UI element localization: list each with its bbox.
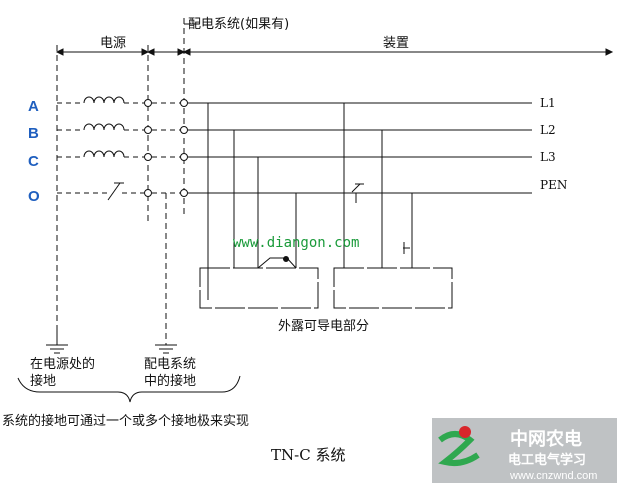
arrow-left <box>55 48 64 56</box>
conductor-label-l3: L3 <box>540 150 556 164</box>
conductor-label-pen: PEN <box>540 178 567 192</box>
eq1-internal-link <box>257 257 297 269</box>
earth-in-dist-label-2: 中的接地 <box>144 373 196 389</box>
coil-a <box>83 96 125 104</box>
phase-label-a: A <box>28 98 39 115</box>
exposed-parts-label: 外露可导电部分 <box>278 319 369 334</box>
source-conductors <box>57 96 180 201</box>
phase-label-o: O <box>28 188 40 205</box>
terminal-o-1 <box>144 189 152 197</box>
conductor-label-l1: L1 <box>540 96 556 110</box>
caption: TN-C 系统 <box>271 446 345 464</box>
terminal-o-2 <box>180 189 188 197</box>
logo-mark-red <box>459 426 471 438</box>
coil-b <box>83 123 125 131</box>
exposed-conductive-parts <box>199 267 453 309</box>
power-source-label: 电源 <box>100 36 126 51</box>
footnote: 系统的接地可通过一个或多个接地极来实现 <box>2 413 249 429</box>
logo-mark-green <box>438 431 480 467</box>
phase-label-c: C <box>28 153 39 170</box>
distribution-system-label: 配电系统(如果有) <box>188 16 289 32</box>
watermark-text: www.diangon.com <box>233 235 359 251</box>
terminal-a-2 <box>180 99 188 107</box>
phase-label-b: B <box>28 125 39 142</box>
arrow-left-3 <box>182 48 191 56</box>
installation-conductors <box>188 102 532 300</box>
terminal-c-1 <box>144 153 152 161</box>
pen-switch <box>351 183 361 193</box>
logo-url: www.cnzwnd.com <box>509 470 597 482</box>
bottom-brace <box>17 375 241 403</box>
terminal-c-2 <box>180 153 188 161</box>
arrow-right <box>141 48 150 56</box>
arrow-right-2 <box>177 48 186 56</box>
terminal-a-1 <box>144 99 152 107</box>
earth-symbols <box>17 193 241 403</box>
arrow-left-2 <box>146 48 155 56</box>
equipment-enclosure-2 <box>333 267 453 309</box>
eq1-contact-dot <box>283 256 289 262</box>
logo-title: 中网农电 <box>510 428 582 450</box>
neutral-switch <box>107 182 121 201</box>
terminal-b-2 <box>180 126 188 134</box>
installation-label: 装置 <box>383 36 409 51</box>
logo: 中网农电 电工电气学习 www.cnzwnd.com <box>432 418 617 483</box>
arrow-right-3 <box>605 48 614 56</box>
equipment-enclosure-1 <box>199 267 319 309</box>
earth-in-dist-label-1: 配电系统 <box>144 357 196 372</box>
earth-at-source-label-2: 接地 <box>30 373 56 389</box>
terminal-b-1 <box>144 126 152 134</box>
logo-subtitle: 电工电气学习 <box>508 452 586 468</box>
earth-at-source-label-1: 在电源处的 <box>30 356 95 372</box>
coil-c <box>83 150 125 158</box>
terminals <box>144 99 188 197</box>
conductor-label-l2: L2 <box>540 123 556 137</box>
